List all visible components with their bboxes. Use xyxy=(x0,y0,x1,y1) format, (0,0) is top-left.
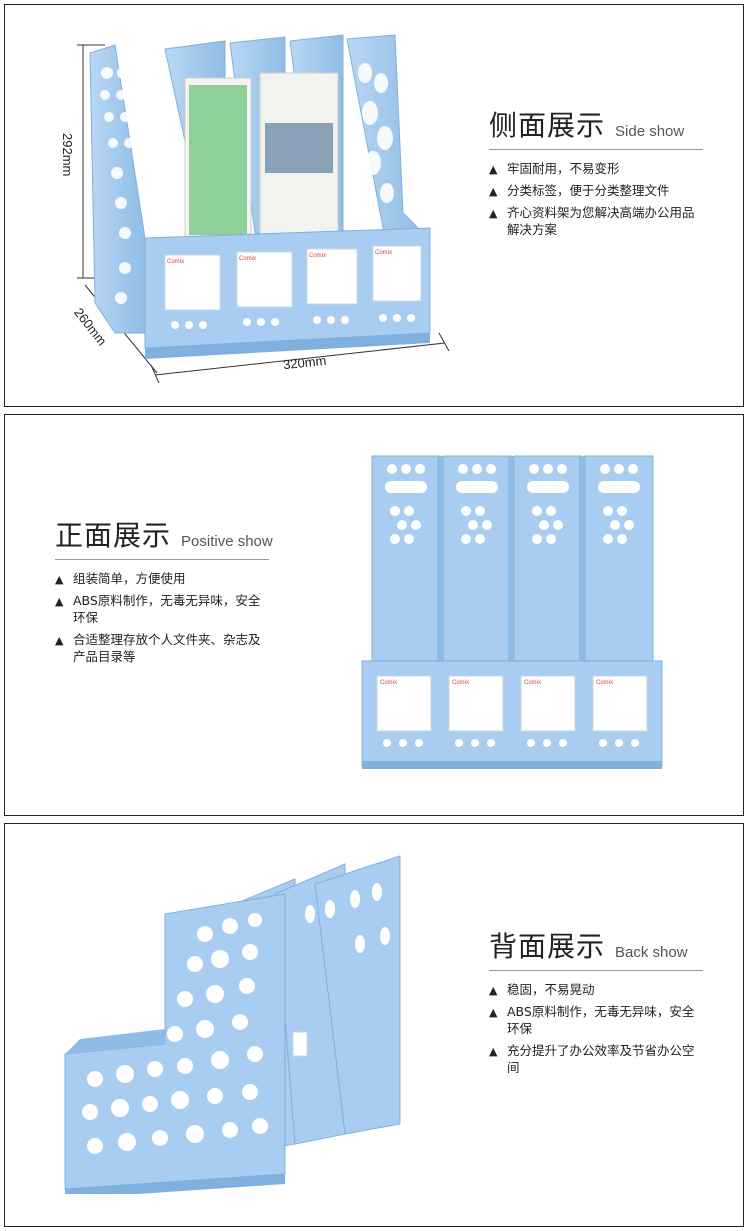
side-show-subtitle: Side show xyxy=(615,123,685,140)
svg-text:Comix: Comix xyxy=(167,259,184,265)
feature-item: ▲ABS原料制作，无毒无异味，安全环保 xyxy=(489,1004,695,1036)
svg-text:Comix: Comix xyxy=(380,680,397,686)
front-show-panel: 正面展示 Positive show ▲组装简单，方便使用 ▲ABS原料制作，无… xyxy=(4,414,744,816)
front-show-title: 正面展示 xyxy=(55,519,172,552)
feature-item: ▲分类标签，便于分类整理文件 xyxy=(489,183,670,198)
svg-text:Comix: Comix xyxy=(239,256,256,262)
front-show-text: 正面展示 Positive show ▲组装简单，方便使用 ▲ABS原料制作，无… xyxy=(55,519,273,670)
triangle-bullet-icon: ▲ xyxy=(489,163,498,176)
title-divider xyxy=(489,970,703,971)
feature-item: ▲组装简单，方便使用 xyxy=(55,571,186,586)
feature-item: ▲牢固耐用，不易变形 xyxy=(489,161,620,176)
svg-text:Comix: Comix xyxy=(309,253,326,259)
feature-item: ▲ABS原料制作，无毒无异味，安全环保 xyxy=(55,593,261,625)
front-feature-list: ▲组装简单，方便使用 ▲ABS原料制作，无毒无异味，安全环保 ▲合适整理存放个人… xyxy=(55,570,269,665)
triangle-bullet-icon: ▲ xyxy=(489,185,498,198)
svg-text:Comix: Comix xyxy=(452,680,469,686)
back-show-subtitle: Back show xyxy=(615,944,688,961)
triangle-bullet-icon: ▲ xyxy=(55,573,64,586)
feature-item: ▲稳固，不易晃动 xyxy=(489,982,595,997)
triangle-bullet-icon: ▲ xyxy=(489,984,498,997)
feature-item: ▲合适整理存放个人文件夹、杂志及产品目录等 xyxy=(55,632,261,664)
back-feature-list: ▲稳固，不易晃动 ▲ABS原料制作，无毒无异味，安全环保 ▲充分提升了办公效率及… xyxy=(489,981,703,1076)
height-dimension-label: 292mm xyxy=(60,133,75,177)
file-rack-front-image: Comix Comix Comix Comix xyxy=(361,455,663,769)
side-show-panel: 292mm 260mm 320mm xyxy=(4,4,744,407)
front-show-subtitle: Positive show xyxy=(181,533,273,550)
feature-item: ▲充分提升了办公效率及节省办公空间 xyxy=(489,1043,695,1075)
svg-text:Comix: Comix xyxy=(596,680,613,686)
title-divider xyxy=(55,559,269,560)
file-rack-back-image xyxy=(64,855,401,1194)
triangle-bullet-icon: ▲ xyxy=(55,595,64,608)
back-show-text: 背面展示 Back show ▲稳固，不易晃动 ▲ABS原料制作，无毒无异味，安… xyxy=(489,930,703,1081)
title-divider xyxy=(489,149,703,150)
back-show-panel: 背面展示 Back show ▲稳固，不易晃动 ▲ABS原料制作，无毒无异味，安… xyxy=(4,823,744,1227)
triangle-bullet-icon: ▲ xyxy=(489,1006,498,1019)
svg-text:Comix: Comix xyxy=(524,680,541,686)
side-feature-list: ▲牢固耐用，不易变形 ▲分类标签，便于分类整理文件 ▲齐心资料架为您解决高端办公… xyxy=(489,160,703,238)
triangle-bullet-icon: ▲ xyxy=(55,634,64,647)
back-show-title: 背面展示 xyxy=(489,930,606,963)
feature-item: ▲齐心资料架为您解决高端办公用品解决方案 xyxy=(489,205,695,237)
triangle-bullet-icon: ▲ xyxy=(489,1045,498,1058)
svg-text:Comix: Comix xyxy=(375,250,392,256)
triangle-bullet-icon: ▲ xyxy=(489,207,498,220)
side-show-text: 侧面展示 Side show ▲牢固耐用，不易变形 ▲分类标签，便于分类整理文件… xyxy=(489,109,703,243)
side-show-title: 侧面展示 xyxy=(489,109,606,142)
